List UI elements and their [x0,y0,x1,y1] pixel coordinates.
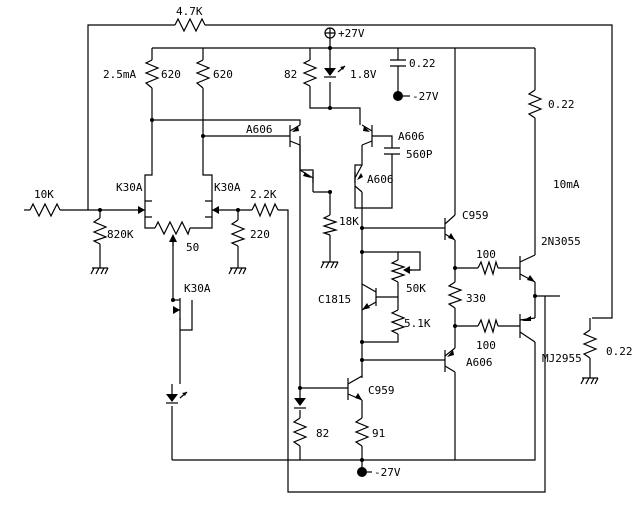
transistors [138,124,536,401]
label-plus-27v: +27V [338,27,365,40]
resistors [29,17,598,447]
ground-220 [228,267,247,275]
capacitors [384,59,406,160]
resistor-91 [354,417,370,447]
label-c959-bottom: C959 [368,384,395,397]
cap-560p [384,147,400,155]
resistor-620-left [144,59,160,89]
label-a606-bottom: A606 [466,356,493,369]
grounds [90,261,599,385]
transistor-k30a-left [138,198,152,220]
resistor-820k [92,217,108,245]
leds [166,65,346,409]
pot-50 [154,220,191,236]
transistor-c959-bottom [347,375,363,401]
pot-50k [390,259,406,283]
label-50k: 50K [406,282,426,295]
label-1-8v: 1.8V [350,68,377,81]
resistor-100-top [477,259,499,277]
wiring [24,24,613,493]
label-82-bottom: 82 [316,427,329,440]
label-mj2955: MJ2955 [542,352,582,365]
terminal-minus-27v-top [393,91,403,101]
label-100-top: 100 [476,248,496,261]
label-minus-27v-top: -27V [412,90,439,103]
label-100-bottom: 100 [476,339,496,352]
transistor-c959-top [444,214,456,241]
resistor-82-top [302,59,318,87]
label-5-1k: 5.1K [404,317,431,330]
label-2n3055: 2N3055 [541,235,581,248]
transistor-a606-bottom [444,347,456,373]
resistor-82-bottom [292,417,308,447]
label-0-22-bottom: 0.22 [606,345,633,358]
label-4-7k: 4.7K [176,5,203,18]
label-10ma: 10mA [553,178,580,191]
supply-terminals [324,27,410,477]
resistor-620-right [195,59,211,89]
diode-bottom [294,398,306,409]
transistor-k30a-bottom [173,298,181,320]
label-18k: 18K [339,215,359,228]
potentiometers [154,220,412,283]
label-620-left: 620 [161,68,181,81]
label-k30a-bottom: K30A [184,282,211,295]
transistor-2n3055 [519,254,536,283]
label-pot-50: 50 [186,241,199,254]
label-c959-top: C959 [462,209,489,222]
label-a606-mid: A606 [367,173,394,186]
label-560p: 560P [406,148,433,161]
transistor-a606-mid-right [354,164,363,193]
resistor-330 [447,281,463,309]
resistor-0-22-top [527,89,543,119]
label-k30a-right: K30A [214,181,241,194]
resistor-18k [321,214,339,236]
transistor-c1815 [361,283,377,311]
ground-0-22-bottom [580,377,599,385]
led-bottom-left [166,384,188,404]
label-k30a-left: K30A [116,181,143,194]
resistor-10k [29,202,61,218]
resistor-100-bottom [477,317,499,335]
transistor-a606-top-left [289,124,301,147]
ground-820k [90,267,109,275]
terminal-minus-27v-bottom [357,467,367,477]
label-91: 91 [372,427,385,440]
led-1-8v [324,65,346,78]
label-2-2k: 2.2K [250,188,277,201]
label-c1815: C1815 [318,293,351,306]
transistor-mj2955 [519,314,536,343]
ground-18k [320,261,339,269]
label-620-right: 620 [213,68,233,81]
label-minus-27v-bottom: -27V [374,466,401,479]
cap-0-22 [390,59,406,67]
label-a606-top-right: A606 [398,130,425,143]
label-cap-0-22: 0.22 [409,57,436,70]
junction-dots [98,46,537,462]
resistor-2-2k [251,202,279,218]
resistor-0-22-bottom [582,329,598,359]
label-2-5ma: 2.5mA [103,68,136,81]
resistor-220 [230,219,246,247]
label-820k: 820K [107,228,134,241]
labels: 4.7K +27V 2.5mA 620 620 82 1.8V 0.22 -27… [34,5,633,479]
label-82-top: 82 [284,68,297,81]
label-330: 330 [466,292,486,305]
transistor-a606-top-right [361,124,373,147]
label-a606-top-left: A606 [246,123,273,136]
transistor-k30a-right [205,198,220,220]
resistor-4-7k [174,17,206,33]
resistor-5-1k [390,309,406,335]
label-10k: 10K [34,188,54,201]
label-220: 220 [250,228,270,241]
label-0-22-top: 0.22 [548,98,575,111]
transistor-a606-mid-left [299,169,314,192]
